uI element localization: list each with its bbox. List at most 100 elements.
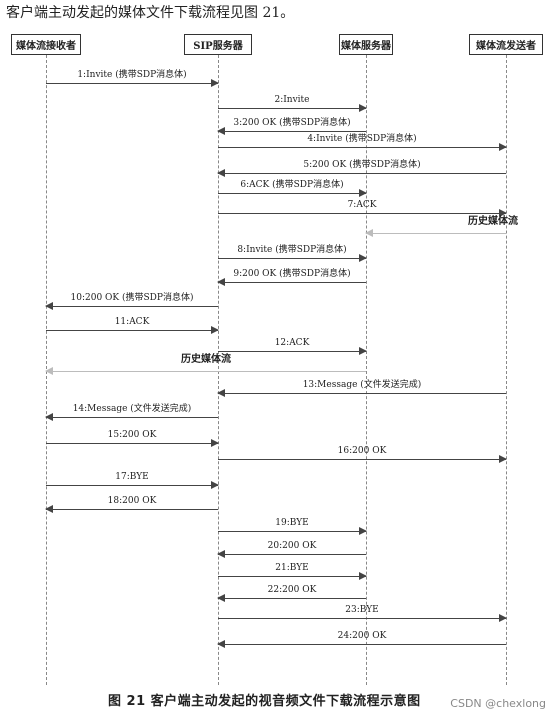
message-arrow: 5:200 OK (携带SDP消息体) <box>217 160 506 177</box>
figure-caption: 图 21 客户端主动发起的视音频文件下载流程示意图 <box>108 694 421 709</box>
message-arrow: 3:200 OK (携带SDP消息体) <box>217 118 366 135</box>
message-arrow: 22:200 OK <box>217 585 366 602</box>
arrow-right-icon <box>499 614 507 622</box>
message-arrow: 1:Invite (携带SDP消息体) <box>46 70 219 87</box>
message-label: 22:200 OK <box>267 585 317 595</box>
message-label: 10:200 OK (携带SDP消息体) <box>70 293 194 303</box>
arrow-left-icon <box>365 229 373 237</box>
arrow-left-icon <box>45 302 53 310</box>
message-line <box>46 330 218 331</box>
message-line <box>218 393 506 394</box>
arrow-right-icon <box>499 209 507 217</box>
message-arrow: 24:200 OK <box>217 631 506 648</box>
arrow-right-icon <box>211 481 219 489</box>
message-arrow: 6:ACK (携带SDP消息体) <box>218 180 367 197</box>
participant-box: 媒体流发送者 <box>469 34 543 55</box>
message-arrow: 23:BYE <box>218 605 507 622</box>
message-line <box>218 554 366 555</box>
message-arrow: 13:Message (文件发送完成) <box>217 380 506 397</box>
message-label: 14:Message (文件发送完成) <box>72 404 192 414</box>
arrow-left-icon <box>217 640 225 648</box>
message-arrow: 12:ACK <box>218 338 367 355</box>
message-line <box>218 131 366 132</box>
message-arrow: 21:BYE <box>218 563 367 580</box>
arrow-right-icon <box>359 527 367 535</box>
message-line <box>46 417 218 418</box>
arrow-right-icon <box>359 254 367 262</box>
message-arrow: 18:200 OK <box>45 496 218 513</box>
participant-box: 媒体服务器 <box>339 34 393 55</box>
message-arrow: 7:ACK <box>218 200 507 217</box>
message-line <box>218 351 366 352</box>
arrow-left-icon <box>217 127 225 135</box>
message-line <box>46 306 218 307</box>
message-line <box>218 618 506 619</box>
message-line <box>218 576 366 577</box>
message-label: 2:Invite <box>274 95 310 105</box>
arrow-left-icon <box>45 367 53 375</box>
watermark: CSDN @chexlong <box>450 697 546 710</box>
arrow-left-icon <box>45 413 53 421</box>
message-line <box>46 443 218 444</box>
arrow-right-icon <box>499 143 507 151</box>
message-label: 16:200 OK <box>337 446 387 456</box>
arrow-right-icon <box>359 347 367 355</box>
message-arrow: 14:Message (文件发送完成) <box>45 404 218 421</box>
message-line <box>46 83 218 84</box>
arrow-left-icon <box>217 550 225 558</box>
message-label: 24:200 OK <box>337 631 387 641</box>
lifeline <box>366 55 367 685</box>
message-label: 18:200 OK <box>107 496 157 506</box>
message-arrow: 17:BYE <box>46 472 219 489</box>
arrow-left-icon <box>45 505 53 513</box>
message-label: 7:ACK <box>347 200 377 210</box>
arrow-right-icon <box>211 79 219 87</box>
arrow-left-icon <box>217 278 225 286</box>
message-label: 4:Invite (携带SDP消息体) <box>307 134 417 144</box>
message-line <box>218 173 506 174</box>
arrow-left-icon <box>217 594 225 602</box>
message-arrow: 16:200 OK <box>218 446 507 463</box>
media-stream-arrow: 历史媒体流 <box>45 354 366 375</box>
message-arrow: 4:Invite (携带SDP消息体) <box>218 134 507 151</box>
participant-box: 媒体流接收者 <box>11 34 81 55</box>
message-arrow: 9:200 OK (携带SDP消息体) <box>217 269 366 286</box>
message-label: 1:Invite (携带SDP消息体) <box>77 70 187 80</box>
message-label: 12:ACK <box>274 338 310 348</box>
lifeline <box>506 55 507 685</box>
message-arrow: 8:Invite (携带SDP消息体) <box>218 245 367 262</box>
message-arrow: 2:Invite <box>218 95 367 112</box>
lifeline <box>218 55 219 685</box>
message-label: 历史媒体流 <box>468 216 518 227</box>
arrow-right-icon <box>499 455 507 463</box>
arrow-left-icon <box>217 389 225 397</box>
message-line <box>218 644 506 645</box>
message-arrow: 11:ACK <box>46 317 219 334</box>
participant-box: SIP服务器 <box>184 34 252 55</box>
message-line <box>366 233 506 234</box>
message-arrow: 19:BYE <box>218 518 367 535</box>
message-label: 历史媒体流 <box>181 354 231 365</box>
message-line <box>218 108 366 109</box>
message-label: 17:BYE <box>115 472 149 482</box>
message-label: 8:Invite (携带SDP消息体) <box>237 245 347 255</box>
message-arrow: 10:200 OK (携带SDP消息体) <box>45 293 218 310</box>
message-line <box>46 485 218 486</box>
message-line <box>46 509 218 510</box>
arrow-right-icon <box>211 326 219 334</box>
message-label: 20:200 OK <box>267 541 317 551</box>
message-line <box>46 371 366 372</box>
message-line <box>218 147 506 148</box>
message-label: 11:ACK <box>114 317 150 327</box>
message-label: 15:200 OK <box>107 430 157 440</box>
message-arrow: 20:200 OK <box>217 541 366 558</box>
message-label: 5:200 OK (携带SDP消息体) <box>303 160 421 170</box>
arrow-right-icon <box>359 572 367 580</box>
arrow-right-icon <box>211 439 219 447</box>
intro-text: 客户端主动发起的媒体文件下载流程见图 21。 <box>6 5 295 21</box>
arrow-right-icon <box>359 104 367 112</box>
message-line <box>218 258 366 259</box>
message-line <box>218 459 506 460</box>
message-label: 21:BYE <box>275 563 309 573</box>
message-line <box>218 193 366 194</box>
